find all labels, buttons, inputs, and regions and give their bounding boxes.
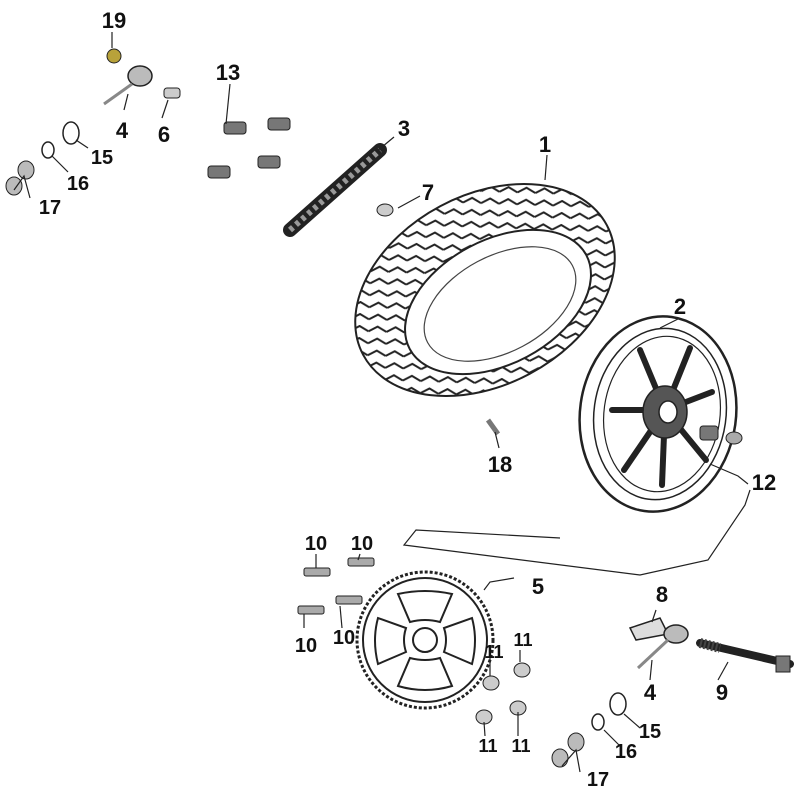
label-part-15-bottom: 15 (639, 721, 661, 743)
label-part-7: 7 (422, 180, 434, 205)
nut-17-top (5, 160, 35, 196)
label-part-16-top: 16 (67, 173, 89, 195)
label-part-12: 12 (752, 470, 776, 495)
label-part-10-c: 10 (295, 635, 317, 657)
label-part-9: 9 (716, 680, 728, 705)
washer-15-top (62, 121, 80, 145)
bolts-13 (207, 117, 291, 179)
bolt-6 (163, 87, 181, 99)
sprocket (355, 570, 495, 710)
axle (696, 638, 794, 673)
label-part-5: 5 (532, 574, 544, 599)
leader-lines (13, 32, 751, 773)
label-part-3: 3 (398, 116, 410, 141)
adjuster-plate-right (636, 624, 689, 670)
label-part-13: 13 (216, 60, 240, 85)
label-part-17-top: 17 (39, 197, 61, 219)
part-labels: 1 2 3 4 4 5 6 7 8 9 10 10 10 10 11 11 11… (39, 8, 776, 791)
adjuster-plate-left (103, 65, 153, 106)
label-part-4-top: 4 (116, 118, 129, 143)
washer-16-bottom (591, 713, 605, 731)
label-part-8: 8 (656, 582, 668, 607)
label-part-10-a: 10 (305, 533, 327, 555)
label-part-11-c: 11 (478, 736, 497, 756)
label-part-18: 18 (488, 452, 512, 477)
label-part-4-bottom: 4 (644, 680, 657, 705)
label-part-11-d: 11 (511, 736, 530, 756)
label-part-2: 2 (674, 294, 686, 319)
washer-16-top (41, 141, 55, 159)
pin-18 (485, 418, 501, 436)
label-part-15-top: 15 (91, 147, 113, 169)
chain-adjuster (628, 617, 670, 641)
nut-7 (376, 203, 394, 217)
wheel-rim (578, 315, 738, 513)
washer-15-bottom (609, 692, 627, 716)
tire (354, 183, 616, 397)
label-part-1: 1 (539, 132, 551, 157)
label-part-16-bottom: 16 (615, 741, 637, 763)
nuts-11 (475, 662, 531, 725)
label-part-11-a: 11 (484, 642, 503, 662)
label-part-6: 6 (158, 122, 170, 147)
label-part-11-b: 11 (513, 630, 532, 650)
label-part-17-bottom: 17 (587, 769, 609, 791)
chain (283, 143, 387, 237)
label-part-19: 19 (102, 8, 126, 33)
nut-19 (106, 48, 122, 64)
studs-10 (297, 557, 375, 615)
bushing-12 (725, 431, 743, 445)
nut-17-bottom (551, 732, 585, 768)
label-part-10-b: 10 (351, 533, 373, 555)
label-part-10-d: 10 (333, 627, 355, 649)
